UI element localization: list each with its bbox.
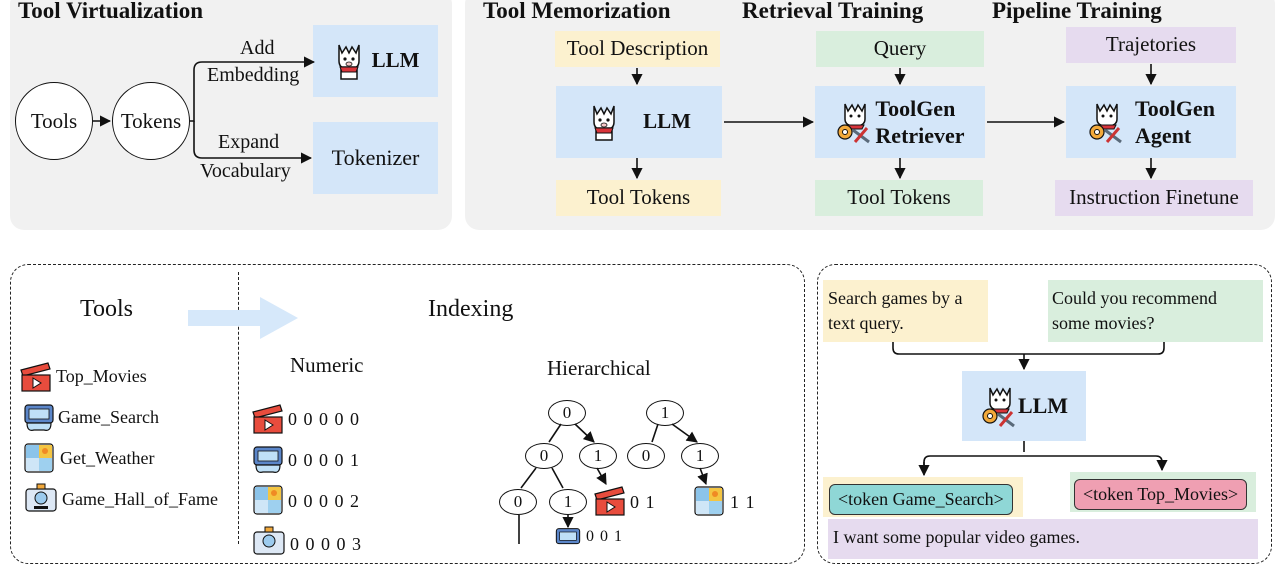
llm-box: LLM — [313, 25, 438, 97]
big-arrow-icon — [188, 297, 298, 339]
indexing-divider — [238, 272, 239, 544]
tree-node-root-1: 1 — [646, 400, 684, 426]
tool-virtualization-title: Tool Virtualization — [18, 0, 204, 23]
tokens-node: Tokens — [112, 82, 190, 160]
tree-node-root-0: 0 — [548, 400, 586, 426]
tools-node: Tools — [15, 82, 93, 160]
inference-llm-box: LLM — [962, 371, 1086, 441]
query-box: Query — [816, 31, 984, 67]
llm-box-label: LLM — [371, 48, 420, 73]
gamepad-icon — [24, 404, 54, 431]
tool-game-search: Game_Search — [58, 407, 159, 427]
tree-node-00-1: 1 — [549, 489, 587, 515]
leaf-label-movies: 0 1 — [630, 492, 656, 512]
indexing-header: Indexing — [428, 296, 514, 322]
llama-icon — [337, 44, 360, 80]
tree-node-0-1: 1 — [579, 443, 617, 469]
agent-line1: ToolGen — [1135, 95, 1215, 121]
movie-clapper-icon — [594, 486, 625, 516]
toolgen-llama-icon — [1089, 103, 1122, 144]
retrieval-training-title: Retrieval Training — [742, 0, 924, 23]
query-2-box: Could you recommend some movies? — [1048, 280, 1263, 342]
tools-header: Tools — [80, 296, 133, 322]
pipeline-training-title: Pipeline Training — [992, 0, 1162, 23]
trajectories-box: Trajetories — [1066, 27, 1236, 63]
query-2-text: Could you recommend some movies? — [1052, 287, 1217, 333]
retriever-line1: ToolGen — [875, 95, 956, 121]
retriever-line2: Retriever — [875, 123, 965, 148]
memorization-llm-box: LLM — [556, 86, 722, 158]
tree-node-0-0: 0 — [525, 443, 563, 469]
tool-top-movies: Top_Movies — [56, 366, 147, 386]
hierarchical-header: Hierarchical — [547, 356, 651, 380]
weather-icon — [694, 486, 724, 516]
movie-clapper-icon — [20, 362, 51, 392]
toolgen-agent-box: ToolGen Agent — [1066, 86, 1236, 158]
tokenizer-box: Tokenizer — [313, 122, 438, 194]
weather-icon — [253, 485, 283, 515]
tree-node-1-0: 0 — [627, 443, 665, 469]
memorization-tool-tokens-box: Tool Tokens — [556, 180, 721, 216]
toolgen-retriever-box: ToolGen Retriever — [815, 86, 985, 158]
numeric-code-2: 0 0 0 0 2 — [288, 491, 360, 511]
retrieval-tool-tokens-box: Tool Tokens — [815, 180, 983, 216]
numeric-code-0: 0 0 0 0 0 — [288, 409, 360, 429]
leaf-label-game: 0 0 1 — [586, 528, 623, 545]
vocabulary-label: Vocabulary — [200, 160, 291, 182]
tree-node-00-0: 0 — [499, 489, 537, 515]
gamepad-icon — [253, 446, 283, 473]
numeric-code-3: 0 0 0 0 3 — [290, 534, 362, 554]
tool-game-hall-of-fame: Game_Hall_of_Fame — [62, 489, 218, 509]
numeric-code-1: 0 0 0 0 1 — [288, 450, 360, 470]
tool-description-box: Tool Description — [555, 31, 720, 67]
tree-node-1-1: 1 — [681, 443, 719, 469]
gamepad-icon — [555, 528, 581, 545]
add-label: Add — [240, 37, 275, 59]
toolgen-llama-icon — [982, 387, 1015, 428]
memorization-llm-label: LLM — [643, 109, 691, 134]
llama-icon — [593, 105, 615, 141]
token-game-search: <token Game_Search> — [829, 484, 1013, 515]
hall-of-fame-icon — [25, 483, 57, 512]
numeric-header: Numeric — [290, 353, 364, 377]
leaf-label-weather: 1 1 — [730, 492, 756, 512]
tool-memorization-title: Tool Memorization — [483, 0, 671, 23]
response-text: I want some popular video games. — [833, 527, 1080, 547]
query-1-text: Search games by a text query. — [828, 287, 963, 333]
toolgen-llama-icon — [837, 103, 871, 144]
inference-llm-label: LLM — [1017, 392, 1069, 418]
hall-of-fame-icon — [253, 526, 285, 555]
tool-get-weather: Get_Weather — [60, 448, 155, 468]
instruction-finetune-box: Instruction Finetune — [1055, 180, 1253, 216]
query-1-box: Search games by a text query. — [823, 280, 988, 342]
weather-icon — [24, 443, 54, 473]
agent-line2: Agent — [1135, 123, 1192, 148]
expand-label: Expand — [218, 131, 280, 153]
token-top-movies: <token Top_Movies> — [1074, 479, 1248, 510]
movie-clapper-icon — [252, 404, 283, 434]
embedding-label: Embedding — [207, 64, 300, 86]
